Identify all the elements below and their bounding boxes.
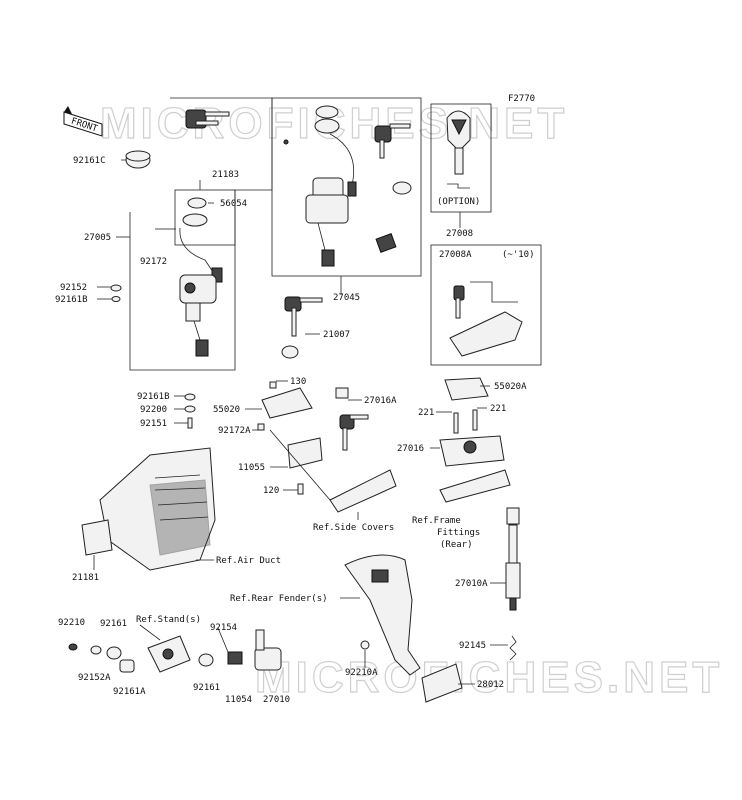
label-92152A: 92152A (78, 673, 111, 683)
label-27010A: 27010A (455, 579, 488, 589)
label-92152: 92152 (60, 283, 87, 293)
label-27005: 27005 (84, 233, 111, 243)
label-55020A: 55020A (494, 382, 527, 392)
ignition-switch-middle (283, 105, 412, 267)
label-ref-rear-fender: Ref.Rear Fender(s) (230, 594, 328, 604)
label-ref-side-covers: Ref.Side Covers (313, 523, 394, 533)
label-21183: 21183 (212, 170, 239, 180)
label-ref-stand: Ref.Stand(s) (136, 615, 201, 625)
watermark-bottom: MICROFICHES.NET (255, 653, 723, 702)
label-130: 130 (290, 377, 306, 387)
front-arrow-icon: FRONT (63, 106, 103, 137)
label-221-left: 221 (418, 408, 434, 418)
bracket-middle (257, 381, 397, 513)
part-labels: 92161C 21183 56054 27005 92172 92152 921… (55, 156, 535, 705)
label-92161-bottom: 92161 (193, 683, 220, 693)
label-option: (OPTION) (437, 197, 480, 207)
label-21007: 21007 (323, 330, 350, 340)
group-box-small (174, 189, 236, 246)
label-92161B-top: 92161B (55, 295, 88, 305)
bracket-right (439, 377, 511, 503)
label-92161: 92161 (100, 619, 127, 629)
label-221-right: 221 (490, 404, 506, 414)
label-92210: 92210 (58, 618, 85, 628)
label-92145: 92145 (459, 641, 486, 651)
label-27016: 27016 (397, 444, 424, 454)
label-92151: 92151 (140, 419, 167, 429)
key-27008 (446, 110, 471, 189)
leader-lines (93, 159, 508, 685)
label-27008: 27008 (446, 229, 473, 239)
ignition-switch-left (110, 109, 230, 429)
label-92172: 92172 (140, 257, 167, 267)
label-ref-frame-2: Fittings (437, 528, 480, 538)
label-28012: 28012 (477, 680, 504, 690)
group-box-keys (430, 244, 542, 366)
group-box-option (430, 103, 492, 213)
label-range: (~'10) (502, 250, 535, 260)
label-ref-air-duct: Ref.Air Duct (216, 556, 281, 566)
label-21181: 21181 (72, 573, 99, 583)
label-92161B-bottom: 92161B (137, 392, 170, 402)
label-92161C: 92161C (73, 156, 106, 166)
keys-27008A (449, 281, 523, 357)
label-27045: 27045 (333, 293, 360, 303)
label-92210A: 92210A (345, 668, 378, 678)
label-92161A: 92161A (113, 687, 146, 697)
label-11055: 11055 (238, 463, 265, 473)
rear-fender (344, 554, 463, 703)
label-92172A: 92172A (218, 426, 251, 436)
label-27016A: 27016A (364, 396, 397, 406)
sensor-27010A (505, 507, 521, 661)
air-duct-assembly (81, 447, 216, 571)
stand-switch-parts (68, 629, 282, 673)
label-27008A: 27008A (439, 250, 472, 260)
label-55020: 55020 (213, 405, 240, 415)
label-27010: 27010 (263, 695, 290, 705)
key-21007 (281, 296, 323, 359)
label-ref-frame-1: Ref.Frame (412, 516, 461, 526)
diagram-code: F2770 (508, 94, 535, 104)
label-120: 120 (263, 486, 279, 496)
label-92154: 92154 (210, 623, 237, 633)
label-11054: 11054 (225, 695, 252, 705)
label-ref-frame-3: (Rear) (440, 540, 473, 550)
label-92200: 92200 (140, 405, 167, 415)
label-56054: 56054 (220, 199, 247, 209)
group-box-middle (271, 97, 422, 277)
